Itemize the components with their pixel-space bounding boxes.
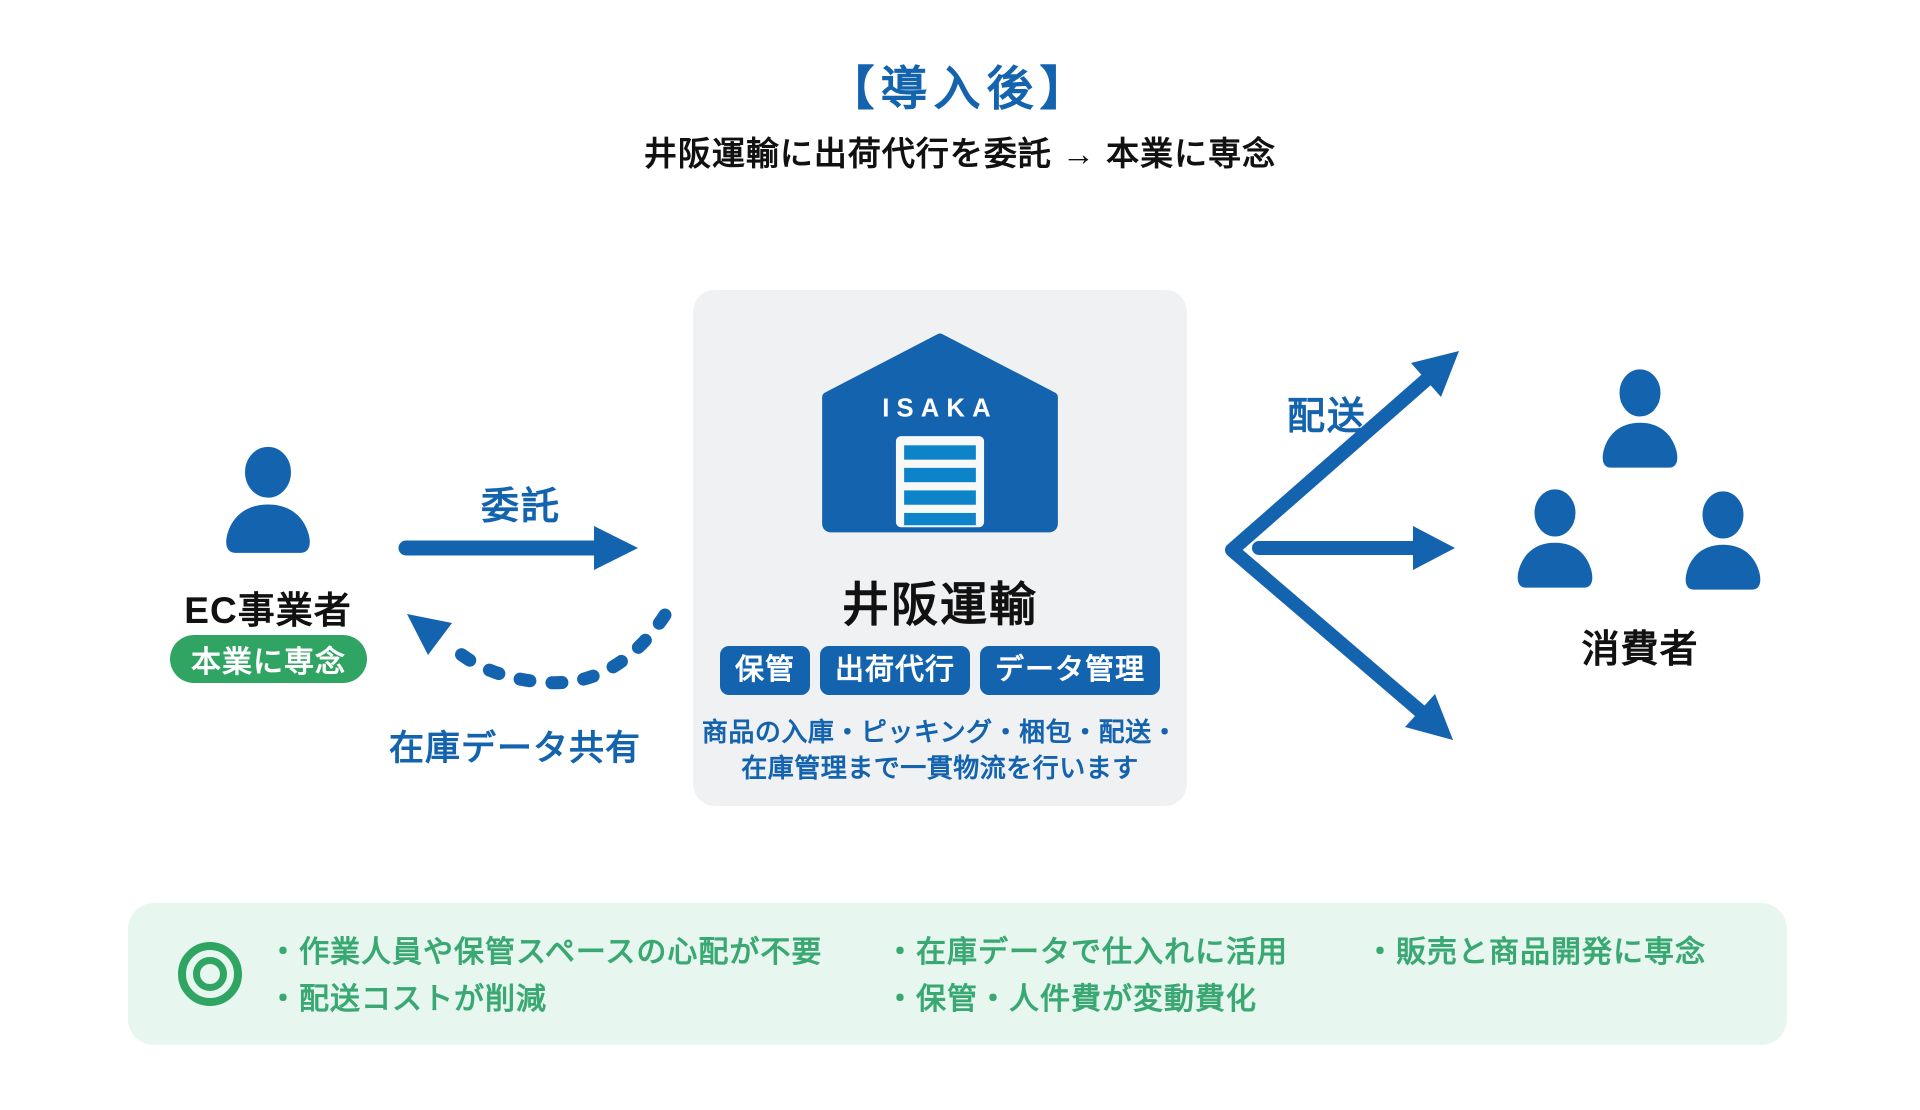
benefits-column-1: ・作業人員や保管スペースの心配が不要 ・配送コストが削減 <box>268 929 822 1023</box>
benefits-column-3: ・販売と商品開発に専念 <box>1365 929 1706 976</box>
benefits-box: ・作業人員や保管スペースの心配が不要 ・配送コストが削減 ・在庫データで仕入れに… <box>128 903 1787 1045</box>
benefit-item: ・在庫データで仕入れに活用 <box>885 936 1288 969</box>
benefit-item: ・作業人員や保管スペースの心配が不要 <box>268 936 823 969</box>
isaka-card: ISAKA 井阪運輸 保管 出荷代行 データ管理 商品の入庫・ピッキング・梱包・… <box>693 290 1187 806</box>
commission-arrow <box>398 526 638 570</box>
company-name: 井阪運輸 <box>842 578 1038 631</box>
benefit-item: ・保管・人件費が変動費化 <box>885 983 1257 1016</box>
double-circle-icon <box>178 942 242 1006</box>
delivery-arrow-label: 配送 <box>1286 396 1368 438</box>
focus-on-core-badge: 本業に専念 <box>170 635 367 683</box>
consumer-icon-top <box>1590 363 1690 478</box>
warehouse-sign-text: ISAKA <box>882 395 998 423</box>
page-subtitle: 井阪運輸に出荷代行を委託 → 本業に専念 <box>643 135 1277 172</box>
consumer-icon-right <box>1673 485 1773 600</box>
ec-operator-icon <box>212 440 324 564</box>
tag-data-management: データ管理 <box>980 646 1161 695</box>
benefits-column-2: ・在庫データで仕入れに活用 ・保管・人件費が変動費化 <box>885 929 1288 1023</box>
consumer-icon-left <box>1505 483 1605 598</box>
tag-storage: 保管 <box>719 646 810 695</box>
inventory-share-label: 在庫データ共有 <box>388 729 642 768</box>
consumers-label: 消費者 <box>1581 629 1699 671</box>
delivery-arrows <box>1225 351 1459 740</box>
benefit-item: ・販売と商品開発に専念 <box>1365 936 1706 969</box>
tag-shipping-agency: 出荷代行 <box>819 646 970 695</box>
service-description-line2: 在庫管理まで一貫物流を行います <box>741 753 1139 783</box>
service-description-line1: 商品の入庫・ピッキング・梱包・配送・ <box>701 717 1179 747</box>
inventory-share-arrow <box>407 608 672 690</box>
service-tags: 保管 出荷代行 データ管理 <box>693 646 1187 695</box>
service-description: 商品の入庫・ピッキング・梱包・配送・ 在庫管理まで一貫物流を行います <box>693 714 1187 786</box>
ec-operator-label: EC事業者 <box>184 590 352 631</box>
page-title: 【導入後】 <box>827 62 1093 115</box>
commission-arrow-label: 委託 <box>480 486 562 528</box>
benefit-item: ・配送コストが削減 <box>268 983 547 1016</box>
warehouse-icon: ISAKA <box>822 333 1058 533</box>
